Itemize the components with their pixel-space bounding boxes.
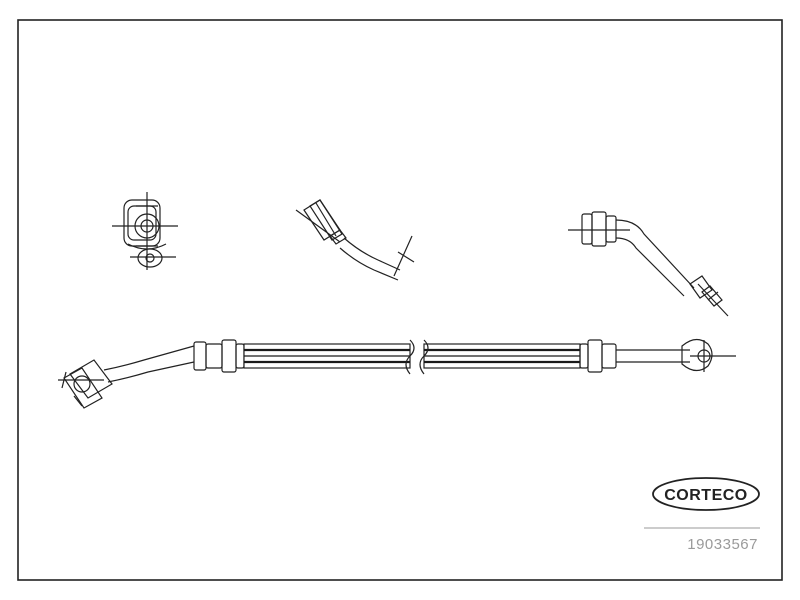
main-hose-assembly bbox=[58, 338, 736, 409]
detail-bent-tube-fitting bbox=[295, 199, 415, 281]
detail-banjo-fitting bbox=[112, 192, 178, 270]
left-end-fitting bbox=[63, 367, 103, 409]
drawing-border bbox=[17, 19, 783, 581]
length-break-mark bbox=[405, 339, 415, 375]
logo-oval bbox=[652, 477, 760, 511]
right-end-fitting bbox=[681, 338, 713, 372]
brand-logo: CORTECO bbox=[652, 477, 760, 511]
detail-tube-end bbox=[568, 211, 729, 317]
logo-text: CORTECO bbox=[664, 487, 748, 504]
part-number: 19033567 bbox=[687, 536, 758, 553]
